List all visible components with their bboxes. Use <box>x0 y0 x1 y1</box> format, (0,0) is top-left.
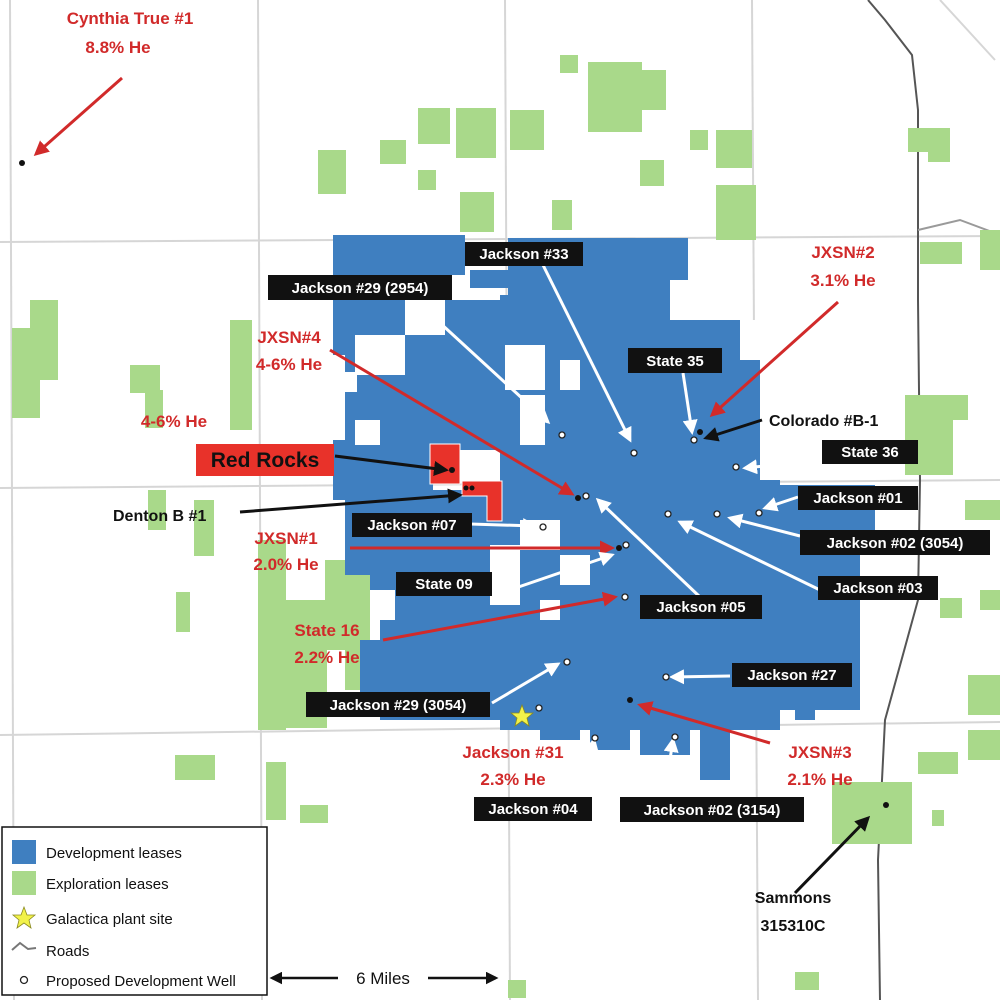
label-jxsn2: JXSN#2 <box>811 243 874 262</box>
label-jackson04: Jackson #04 <box>488 801 578 818</box>
legend-exploration-label: Exploration leases <box>46 876 169 893</box>
red-labels: Cynthia True #1 8.8% He JXSN#2 3.1% He J… <box>67 9 876 789</box>
label-state16-he: 2.2% He <box>294 648 359 667</box>
label-state16: State 16 <box>294 621 359 640</box>
label-state36: State 36 <box>841 444 899 461</box>
label-jackson29-2954: Jackson #29 (2954) <box>292 280 429 297</box>
label-state35: State 35 <box>646 353 704 370</box>
label-jxsn3: JXSN#3 <box>788 743 851 762</box>
black-arrows <box>239 418 871 895</box>
galactica-plant-star-icon <box>509 703 535 727</box>
label-jackson29-3054: Jackson #29 (3054) <box>330 697 467 714</box>
label-jackson33: Jackson #33 <box>479 246 568 263</box>
white-arrows <box>413 262 821 793</box>
legend-exploration-swatch <box>12 871 36 895</box>
label-jxsn3-he: 2.1% He <box>787 770 852 789</box>
label-state09: State 09 <box>415 576 473 593</box>
wells-proposed <box>535 431 763 742</box>
legend-circle-icon <box>19 975 29 985</box>
red-rocks-label: Red Rocks <box>196 444 334 476</box>
legend-roads-label: Roads <box>46 943 89 960</box>
legend-development-swatch <box>12 840 36 864</box>
well-cynthia <box>19 160 25 166</box>
red-arrows <box>33 76 840 745</box>
well-jxsn4 <box>575 495 581 501</box>
legend: Development leases Exploration leases Ga… <box>1 826 268 996</box>
label-jxsn2-he: 3.1% He <box>810 271 875 290</box>
label-sammons-id: 315310C <box>761 918 826 935</box>
well-red-rocks <box>449 467 455 473</box>
label-jxsn1: JXSN#1 <box>254 529 317 548</box>
label-jackson02-3054: Jackson #02 (3054) <box>827 535 964 552</box>
label-jackson31: Jackson #31 <box>462 743 563 762</box>
label-cynthia: Cynthia True #1 <box>67 9 194 28</box>
well-colorado <box>697 429 703 435</box>
legend-road-icon <box>11 941 37 951</box>
well-denton-2 <box>469 485 475 491</box>
label-jackson05: Jackson #05 <box>656 599 745 616</box>
label-jxsn4: JXSN#4 <box>257 328 321 347</box>
well-sammons <box>883 802 889 808</box>
legend-development-label: Development leases <box>46 845 182 862</box>
plain-labels: Colorado #B-1 Denton B #1 Sammons 315310… <box>113 413 878 935</box>
legend-plant-label: Galactica plant site <box>46 911 173 928</box>
black-labels: Jackson #33 Jackson #29 (2954) State 35 … <box>268 242 990 822</box>
label-red-rocks: Red Rocks <box>211 449 320 472</box>
wells-existing <box>19 160 889 808</box>
well-jxsn3 <box>627 697 633 703</box>
label-jxsn1-he: 2.0% He <box>253 555 318 574</box>
well-denton <box>463 485 469 491</box>
label-jxsn4-he: 4-6% He <box>256 355 322 374</box>
well-jxsn1 <box>616 545 622 551</box>
label-sammons: Sammons <box>755 890 832 907</box>
label-cynthia-he: 8.8% He <box>85 38 150 57</box>
legend-well-label: Proposed Development Well <box>46 973 236 990</box>
scale-label: 6 Miles <box>356 969 410 988</box>
scale-bar: 6 Miles <box>269 969 499 988</box>
label-jackson02-3154: Jackson #02 (3154) <box>644 802 781 819</box>
label-colorado: Colorado #B-1 <box>769 413 878 430</box>
legend-star-icon <box>11 905 37 929</box>
label-jackson07: Jackson #07 <box>367 517 456 534</box>
label-denton: Denton B #1 <box>113 508 206 525</box>
label-jackson31-he: 2.3% He <box>480 770 545 789</box>
label-jackson01: Jackson #01 <box>813 490 902 507</box>
exploration-leases <box>12 55 1000 998</box>
label-red-rocks-he: 4-6% He <box>141 412 207 431</box>
label-jackson27: Jackson #27 <box>747 667 836 684</box>
label-jackson03: Jackson #03 <box>833 580 922 597</box>
